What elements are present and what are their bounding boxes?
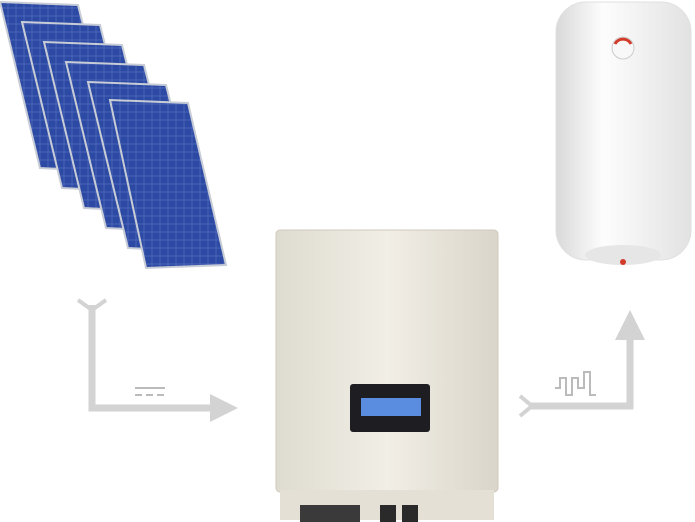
mppt-controller: [275, 229, 499, 522]
ac-square-wave-icon: [555, 371, 596, 396]
mc4-connector: [402, 505, 418, 522]
dc-arrow: [76, 298, 238, 422]
ac-arrow: [518, 310, 645, 418]
cable-gland: [300, 505, 360, 522]
water-heater: [555, 1, 692, 265]
solar-panel-array: [0, 0, 228, 270]
mc4-connector: [380, 505, 396, 522]
dc-symbol-icon: [135, 387, 165, 396]
lcd-screen: [361, 398, 421, 416]
